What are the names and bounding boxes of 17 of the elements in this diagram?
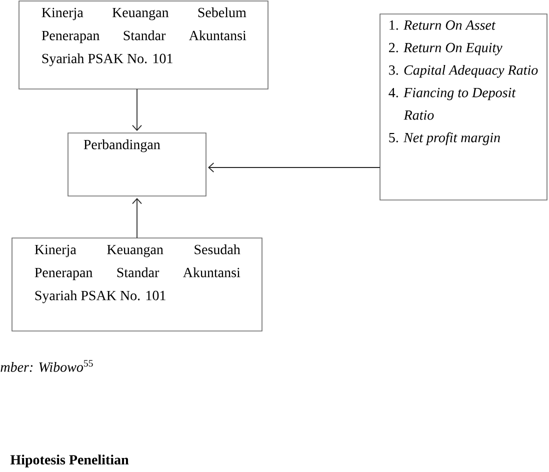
text-box: [380, 14, 548, 200]
arrow: [132, 198, 142, 238]
arrow: [132, 88, 142, 131]
text-box: [68, 132, 206, 196]
source-note: mber: Wibowo$^{55}$: [0, 360, 93, 372]
list-item: 4. Fiancing to Deposit Ratio: [388, 88, 516, 120]
list-item: 1. Return On Asset: [390, 20, 496, 30]
arrow: [208, 162, 380, 172]
list-item: 5. Net profit margin: [389, 132, 500, 146]
text-box: [12, 238, 262, 332]
text-box: [18, 0, 268, 90]
section-heading: Hipotesis Penelitian: [10, 454, 129, 468]
list-item: 2. Return On Equity: [389, 42, 502, 56]
list-item: 3. Capital Adequacy Ratio: [389, 64, 538, 78]
box-text: Kinerja Keuangan Sebelum Penerapan Standar Akuntansi Syariah PSAK No. 101: [42, 7, 246, 66]
box-text: Perbandingan: [84, 139, 160, 152]
box-text: Kinerja Keuangan Sesudah Penerapan Standar Akuntansi Syariah PSAK No. 101: [34, 244, 240, 304]
